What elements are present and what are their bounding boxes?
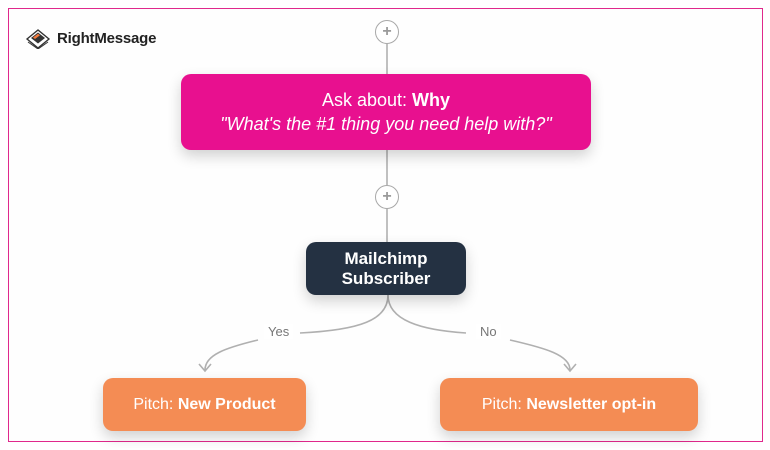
ask-question-text: "What's the #1 thing you need help with?… xyxy=(220,114,552,134)
brand-logo: RightMessage xyxy=(25,27,156,49)
brand-name: RightMessage xyxy=(57,29,157,47)
condition-node[interactable]: Mailchimp Subscriber xyxy=(306,242,466,295)
pitch-offer: Newsletter opt-in xyxy=(526,395,657,413)
ask-question-node[interactable]: Ask about: Why "What's the #1 thing you … xyxy=(181,74,591,150)
pitch-prefix: Pitch: xyxy=(481,395,522,413)
edge-label-no: No xyxy=(476,324,501,339)
ask-title: Ask about: Why xyxy=(321,90,451,110)
pitch-offer: New Product xyxy=(177,395,276,413)
rightmessage-logo-icon xyxy=(25,29,51,49)
condition-line-1: Mailchimp xyxy=(344,248,428,268)
add-step-button-middle[interactable]: + xyxy=(375,185,399,209)
add-step-button-top[interactable]: + xyxy=(375,20,399,44)
plus-icon: + xyxy=(382,188,392,205)
pitch-newsletter-node[interactable]: Pitch: Newsletter opt-in xyxy=(440,378,698,431)
condition-line-2: Subscriber xyxy=(341,268,431,288)
ask-topic: Why xyxy=(412,90,451,110)
edge-label-yes: Yes xyxy=(264,324,294,339)
pitch-prefix: Pitch: xyxy=(133,395,174,413)
pitch-new-product-node[interactable]: Pitch: New Product xyxy=(103,378,306,431)
plus-icon: + xyxy=(382,23,392,40)
